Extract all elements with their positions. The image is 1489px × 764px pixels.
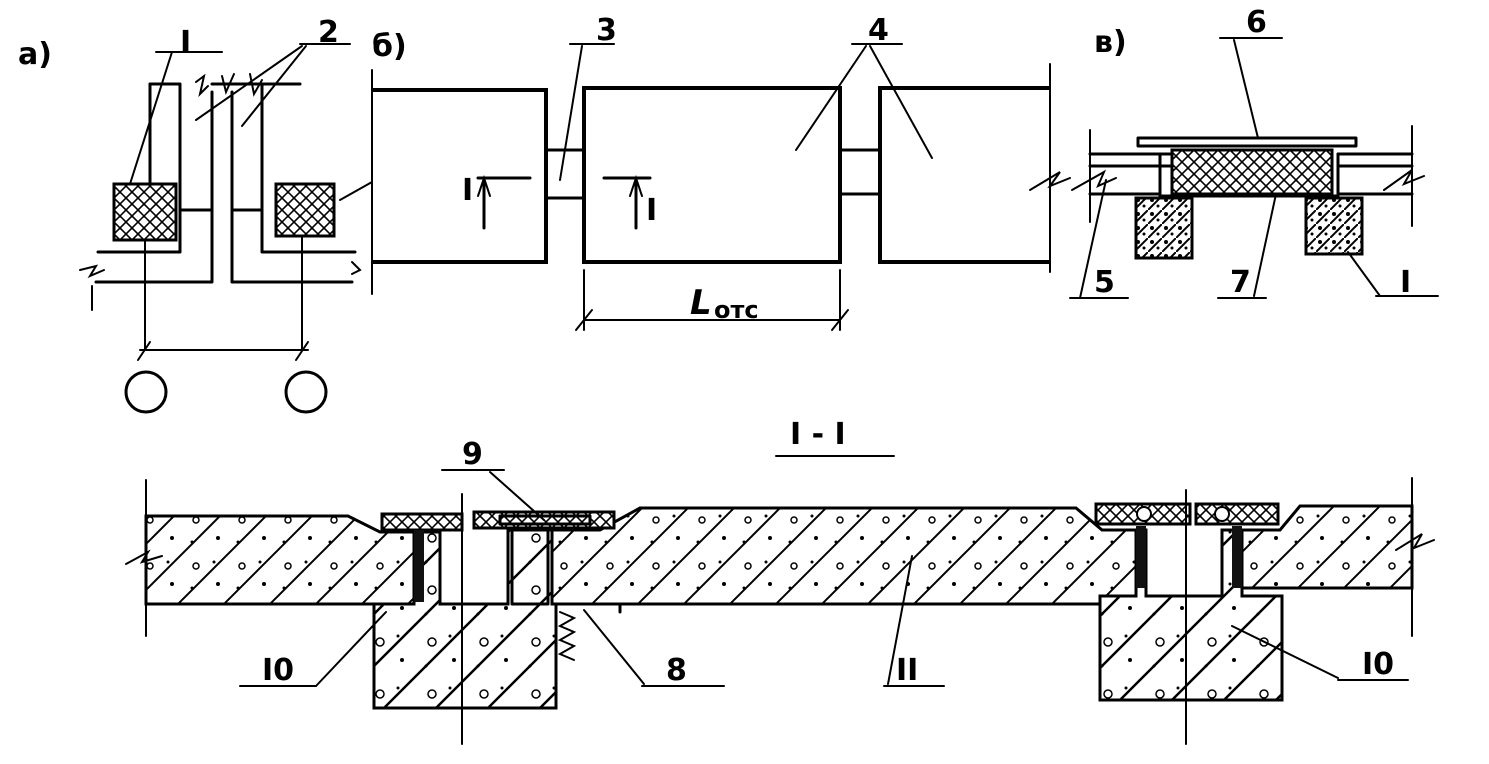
callout-6: 6 [1246,5,1267,40]
panel-a-label: а) [18,37,52,72]
callout-9: 9 [462,437,483,472]
joint-plate-right-b [1194,502,1280,526]
dimension-label: L отс [690,283,759,324]
joint-connector-left [544,148,586,200]
slab-left [372,88,548,264]
callout-8: 8 [666,653,687,688]
left-channel [96,82,182,254]
joint-plate-left-a [380,512,464,532]
callout-10-left: I0 [262,653,294,688]
axis-marker-left [124,370,168,414]
svg-text:L: L [690,283,712,323]
left-slab-edge [94,90,214,284]
support-pad-left [1134,196,1194,260]
callout-1-v: I [1400,265,1411,300]
slab-middle [582,86,842,264]
joint-connector-right [838,148,882,196]
panel-a: а) I 2 [18,15,373,414]
panel-v-label: в) [1094,25,1127,60]
deck-slab-left [144,514,416,606]
anchor-coil [557,611,577,661]
seal-block-left [112,182,178,242]
seal-block-right [274,182,336,238]
section-mark-right: I [646,193,657,228]
callout-7: 7 [1230,265,1251,300]
panel-b-label: б) [372,29,407,64]
svg-text:отс: отс [714,296,759,324]
section-I-I: I - I [125,417,1435,745]
section-mark-left: I [462,173,473,208]
callout-2: 2 [318,15,339,50]
section-title: I - I [790,417,846,452]
support-pad-right [1304,196,1364,256]
callout-5: 5 [1094,265,1115,300]
callout-3: 3 [596,13,617,48]
panel-b: б) I I L отс 3 [371,13,1071,331]
right-slab-edge [230,90,354,284]
elastic-seal [1170,148,1334,196]
slab-right [878,86,1050,264]
callout-10-right: I0 [1362,647,1394,682]
cover-plate [1136,136,1358,148]
callout-1: I [180,25,191,60]
callout-4: 4 [868,13,889,48]
joint-gap [510,526,550,606]
panel-v: в) 5 6 7 I [1069,5,1439,300]
deck-slab-middle [550,506,1138,606]
right-channel [260,82,357,254]
axis-marker-right [284,370,328,414]
callout-11: II [896,653,918,688]
